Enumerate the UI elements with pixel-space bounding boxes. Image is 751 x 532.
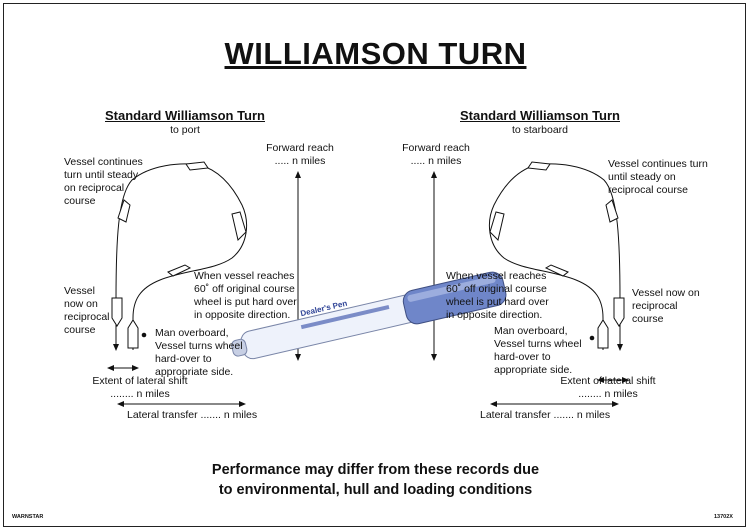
- starboard-turn-track: [488, 163, 623, 351]
- starboard-lateral-transfer-label: Lateral transfer ....... n miles: [480, 409, 611, 421]
- port-turn-track: [113, 163, 248, 351]
- poster-title: WILLIAMSON TURN: [224, 36, 527, 71]
- pen-object: [231, 271, 507, 360]
- port-vessel-start: [127, 319, 139, 349]
- port-vessel-right: [231, 211, 247, 241]
- port-subheading: to port: [170, 124, 200, 136]
- starboard-forward-reach-label: Forward reach..... n miles: [402, 142, 470, 167]
- port-man-overboard: [141, 332, 147, 338]
- port-lateral-shift-label: Extent of lateral shift........ n miles: [92, 375, 188, 400]
- port-vessel-turning: [167, 264, 192, 277]
- port-vessel-top: [185, 161, 209, 171]
- starboard-vessel-reciprocal: [613, 297, 625, 327]
- poster-frame: [3, 3, 746, 527]
- starboard-vessel-turning: [544, 264, 569, 277]
- performance-note: Performance may differ from these record…: [211, 462, 540, 498]
- starboard-vessel-start: [597, 319, 609, 349]
- port-lateral-transfer-label: Lateral transfer ....... n miles: [127, 409, 258, 421]
- starboard-subheading: to starboard: [511, 124, 569, 136]
- product-code: 13702X: [714, 514, 733, 520]
- port-vessel-reciprocal: [111, 297, 123, 327]
- port-forward-reach-label: Forward reach..... n miles: [266, 142, 334, 167]
- starboard-vessel-left: [605, 199, 619, 223]
- starboard-vessel-right: [489, 211, 505, 241]
- port-heading: Standard Williamson Turn: [105, 108, 265, 123]
- brand-mark: WARNSTAR: [12, 514, 44, 520]
- starboard-heading: Standard Williamson Turn: [460, 108, 620, 123]
- starboard-lateral-shift-label: Extent of lateral shift........ n miles: [560, 375, 656, 400]
- port-vessel-left: [117, 199, 131, 223]
- starboard-vessel-top: [527, 161, 551, 171]
- starboard-man-overboard: [589, 335, 595, 341]
